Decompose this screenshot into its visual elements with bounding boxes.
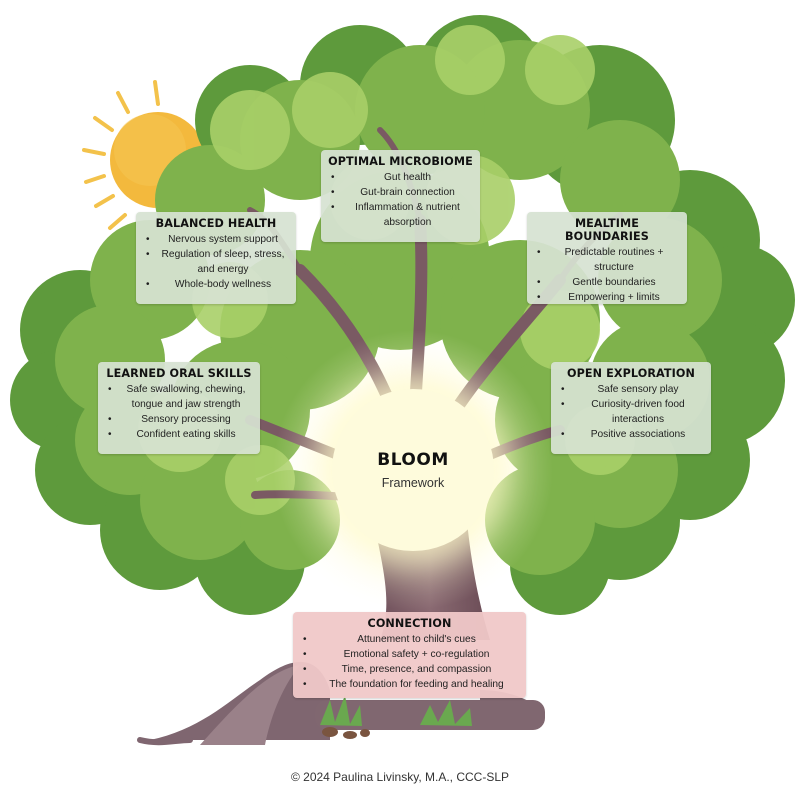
list-item: Safe sensory play xyxy=(558,382,704,397)
list-item: Empowering + limits xyxy=(534,290,680,305)
optimal-microbiome-title: OPTIMAL MICROBIOME xyxy=(328,155,473,168)
list-item: Attunement to child's cues xyxy=(300,632,519,647)
learned-oral-skills-title: LEARNED ORAL SKILLS xyxy=(106,367,252,380)
list-item: Positive associations xyxy=(558,427,704,442)
list-item: Time, presence, and compassion xyxy=(300,662,519,677)
connection-box: CONNECTION Attunement to child's cues Em… xyxy=(293,612,526,698)
open-exploration-title: OPEN EXPLORATION xyxy=(567,367,695,380)
learned-oral-skills-box: LEARNED ORAL SKILLS Safe swallowing, che… xyxy=(98,362,260,454)
mealtime-boundaries-title: MEALTIME BOUNDARIES xyxy=(565,217,649,243)
stone-icon xyxy=(322,727,370,739)
list-item: Curiosity-driven food interactions xyxy=(558,397,704,427)
grass-icon xyxy=(320,695,472,726)
center-subtitle: Framework xyxy=(381,476,445,490)
open-exploration-box: OPEN EXPLORATION Safe sensory play Curio… xyxy=(551,362,711,454)
balanced-health-box: BALANCED HEALTH Nervous system support R… xyxy=(136,212,296,304)
list-item: The foundation for feeding and healing xyxy=(300,677,519,692)
balanced-health-title: BALANCED HEALTH xyxy=(155,217,277,230)
list-item: Confident eating skills xyxy=(105,427,253,442)
list-item: Gentle boundaries xyxy=(534,275,680,290)
list-item: Predictable routines + structure xyxy=(534,245,680,275)
connection-title: CONNECTION xyxy=(367,617,452,630)
list-item: Sensory processing xyxy=(105,412,253,427)
roots xyxy=(137,661,545,746)
bloom-framework-circle: BLOOM Framework xyxy=(332,389,494,551)
list-item: Nervous system support xyxy=(143,232,289,247)
list-item: Gut-brain connection xyxy=(328,185,473,200)
list-item: Regulation of sleep, stress, and energy xyxy=(143,247,289,277)
list-item: Whole-body wellness xyxy=(143,277,289,292)
mealtime-boundaries-box: MEALTIME BOUNDARIES Predictable routines… xyxy=(527,212,687,305)
list-item: Emotional safety + co-regulation xyxy=(300,647,519,662)
list-item: Inflammation & nutrient absorption xyxy=(328,200,473,230)
copyright-footer: © 2024 Paulina Livinsky, M.A., CCC-SLP xyxy=(290,770,510,784)
list-item: Safe swallowing, chewing, tongue and jaw… xyxy=(105,382,253,412)
list-item: Gut health xyxy=(328,170,473,185)
center-title: BLOOM xyxy=(377,450,449,470)
optimal-microbiome-box: OPTIMAL MICROBIOME Gut health Gut-brain … xyxy=(321,150,480,242)
